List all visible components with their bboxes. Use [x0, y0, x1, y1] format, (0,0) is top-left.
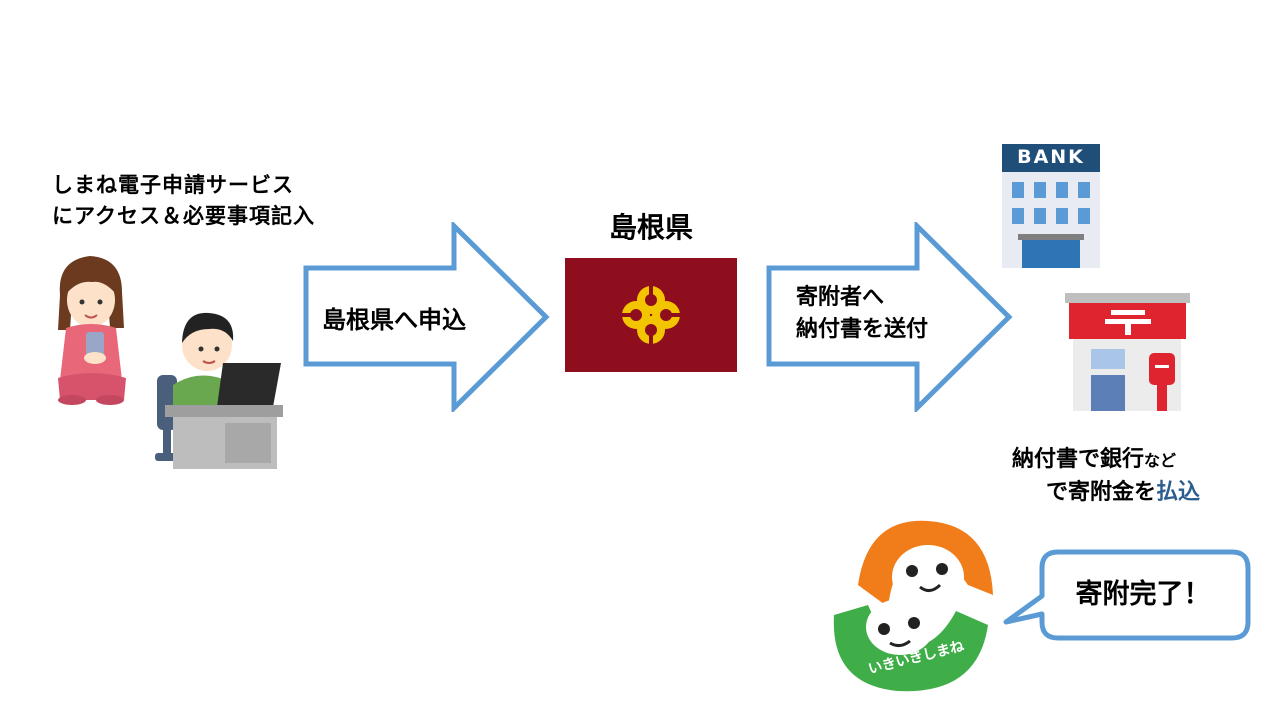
bank-icon — [1002, 144, 1100, 268]
intro-line-1: しまね電子申請サービス — [52, 173, 294, 197]
intro-text: しまね電子申請サービス にアクセス＆必要事項記入 — [52, 170, 315, 232]
payment-line-2-highlight: 払込 — [1156, 480, 1201, 505]
apply-arrow-label: 島根県へ申込 — [322, 306, 466, 334]
send-bill-arrow-label: 寄附者へ 納付書を送付 — [796, 282, 928, 346]
post-mark-icon — [1105, 310, 1151, 335]
prefecture-emblem-icon — [622, 286, 680, 344]
send-bill-line-2: 納付書を送付 — [796, 317, 929, 342]
bank-sign: BANK — [1017, 146, 1085, 168]
prefecture-title: 島根県 — [608, 211, 693, 244]
payment-line-1-main: 納付書で銀行 — [1012, 447, 1145, 472]
payment-line-2-main: で寄附金を — [1046, 480, 1157, 505]
speech-bubble — [1003, 549, 1251, 641]
apply-arrow — [303, 222, 550, 412]
payment-line-2: で寄附金を払込 — [1012, 477, 1200, 509]
woman-with-phone-illustration — [58, 256, 126, 405]
payment-line-1-small: など — [1144, 451, 1177, 470]
ikiiki-shimane-mascot-logo — [833, 520, 993, 692]
man-at-computer-illustration — [155, 312, 283, 469]
prefecture-flag — [565, 258, 737, 372]
send-bill-line-1: 寄附者へ — [796, 285, 885, 310]
send-bill-arrow — [766, 222, 1013, 412]
intro-line-2: にアクセス＆必要事項記入 — [52, 204, 315, 228]
post-office-illustration — [1065, 293, 1190, 411]
bank-building-illustration: BANK — [1002, 144, 1100, 268]
completion-message: 寄附完了！ — [1075, 579, 1211, 610]
payment-text: 納付書で銀行など で寄附金を払込 — [1012, 444, 1200, 509]
payment-line-1: 納付書で銀行など — [1012, 444, 1200, 477]
